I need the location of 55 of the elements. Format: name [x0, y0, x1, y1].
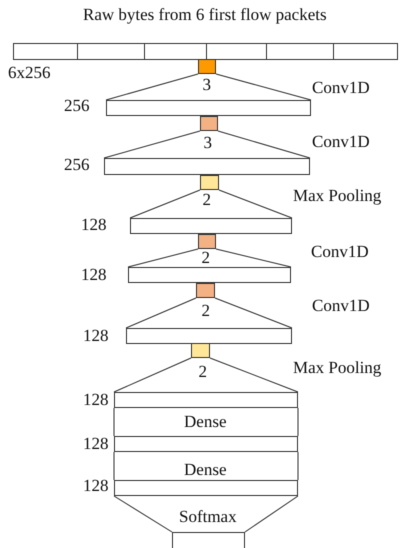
size-label: 128	[83, 477, 108, 495]
connector-line	[214, 298, 292, 328]
size-label: 128	[81, 216, 106, 234]
layer-bar	[114, 436, 298, 452]
layer-bar	[128, 267, 291, 283]
kernel-size-label: 2	[202, 191, 211, 209]
layer-type-label: Dense	[184, 413, 226, 431]
kernel-square	[200, 116, 218, 131]
size-label: 256	[64, 156, 90, 174]
connector-line	[106, 74, 198, 100]
size-label: 128	[83, 435, 108, 453]
layer-bar	[114, 392, 298, 408]
kernel-square	[191, 343, 210, 358]
layer-bar	[104, 158, 310, 175]
layer-bar	[130, 218, 292, 234]
size-label: 256	[64, 97, 90, 115]
kernel-square	[200, 175, 219, 190]
layer-bar	[106, 100, 311, 116]
size-label: 128	[83, 391, 108, 409]
connector-line	[130, 190, 200, 218]
connector-line	[126, 298, 196, 328]
layer-type-label: Conv1D	[311, 243, 369, 261]
layer-type-label: Conv1D	[312, 297, 370, 315]
size-label: 6x256	[8, 64, 50, 82]
layer-type-label: Conv1D	[312, 79, 370, 97]
layer-bar	[126, 328, 292, 344]
kernel-size-label: 3	[204, 134, 212, 152]
layer-type-label: Max Pooling	[293, 359, 382, 377]
kernel-size-label: 3	[202, 76, 211, 94]
connector-line	[216, 74, 312, 100]
connector-line	[218, 130, 310, 158]
output-bar	[172, 532, 245, 548]
size-label: 128	[81, 266, 106, 284]
connector-line	[216, 248, 292, 268]
size-label: 128	[83, 327, 108, 345]
kernel-square	[198, 59, 216, 74]
layer-type-label: Conv1D	[312, 133, 370, 151]
connector-line	[218, 190, 292, 218]
kernel-size-label: 2	[202, 302, 210, 320]
connector-line	[210, 358, 298, 392]
layer-type-label: Max Pooling	[293, 187, 382, 205]
connector-line	[114, 358, 192, 392]
layer-type-label: Dense	[184, 461, 226, 479]
layer-bar	[114, 480, 298, 496]
connector-line	[244, 496, 298, 532]
kernel-square	[196, 283, 215, 298]
diagram-title: Raw bytes from 6 first flow packets	[83, 6, 327, 24]
connector-line	[114, 496, 172, 532]
kernel-size-label: 2	[202, 249, 210, 267]
layer-type-label: Softmax	[179, 508, 237, 526]
connector-line	[128, 248, 198, 268]
kernel-square	[198, 234, 216, 249]
connector-line	[104, 130, 200, 158]
input-bar	[13, 43, 398, 60]
kernel-size-label: 2	[198, 363, 207, 381]
